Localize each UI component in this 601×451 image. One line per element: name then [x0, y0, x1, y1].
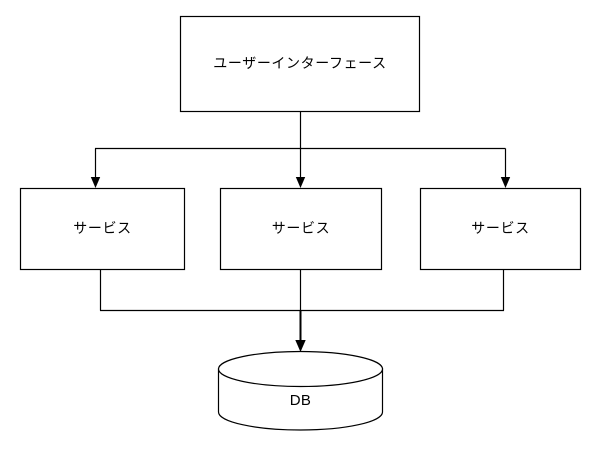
- arrow-head-service-center: [295, 177, 306, 188]
- user-interface-label: ユーザーインターフェース: [213, 55, 386, 71]
- service-center-box[interactable]: [219, 187, 383, 271]
- arrow-head-service-right: [500, 177, 511, 188]
- node-service-right[interactable]: サービス: [419, 187, 582, 271]
- service-left-label: サービス: [73, 220, 131, 236]
- database-label: DB: [290, 392, 311, 409]
- service-right-box[interactable]: [419, 187, 582, 271]
- database-cylinder-top[interactable]: [217, 350, 384, 388]
- arrow-head-service-left: [90, 177, 101, 188]
- service-left-box[interactable]: [19, 187, 186, 271]
- node-user-interface[interactable]: ユーザーインターフェース: [179, 15, 421, 113]
- edge-group-services-to-db: [99, 270, 505, 352]
- node-service-center[interactable]: サービス: [219, 187, 383, 271]
- node-service-left[interactable]: サービス: [19, 187, 186, 271]
- service-center-label: サービス: [272, 220, 330, 236]
- arrow-head-database: [295, 340, 306, 352]
- node-database[interactable]: DB: [217, 350, 384, 431]
- service-right-label: サービス: [471, 220, 529, 236]
- edge-group-ui-to-services: [90, 112, 511, 188]
- user-interface-box[interactable]: [179, 15, 421, 113]
